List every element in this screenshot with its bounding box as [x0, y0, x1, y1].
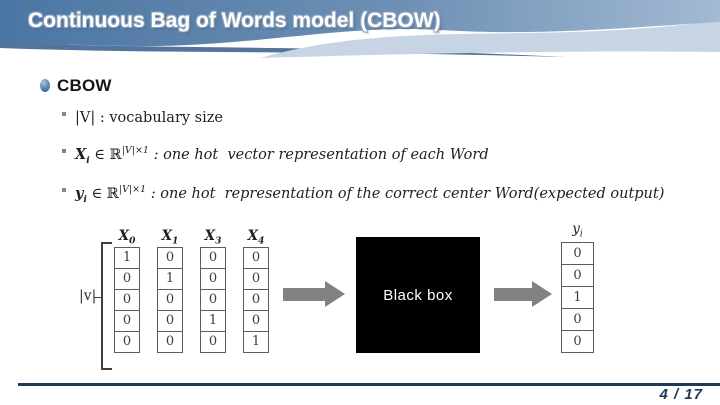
- arrow-head: [325, 281, 345, 307]
- bullet-tail: : one hot representation of the correct …: [146, 185, 665, 202]
- sphere-bullet-icon: [40, 79, 50, 92]
- matrix-cell: 0: [243, 247, 269, 269]
- column-var: X: [118, 228, 130, 244]
- matrix-cell: 0: [200, 268, 226, 290]
- column-subscript: i: [579, 229, 583, 240]
- content-heading: CBOW: [57, 76, 112, 95]
- black-box: Black box: [356, 237, 480, 353]
- matrix-cell: 0: [561, 264, 594, 287]
- dimension-label: |v|: [79, 288, 97, 304]
- input-column-x3: X3 0 0 0 1 0: [200, 228, 226, 353]
- column-header: yi: [561, 221, 594, 242]
- matrix-cell: 0: [561, 330, 594, 353]
- matrix-cell: 1: [243, 331, 269, 353]
- math-subscript: i: [83, 194, 87, 205]
- math-var: y: [75, 184, 84, 202]
- column-header: X4: [243, 228, 269, 247]
- bullet-tail: : vocabulary size: [95, 110, 223, 126]
- bullet-tail: : one hot vector representation of each …: [148, 146, 489, 163]
- matrix-cell: 0: [157, 289, 183, 311]
- dimension-tick: [94, 297, 101, 298]
- matrix-cell: 0: [157, 310, 183, 332]
- input-column-x4: X4 0 0 0 0 1: [243, 228, 269, 353]
- matrix-cell: 0: [200, 289, 226, 311]
- column-subscript: 0: [129, 236, 136, 247]
- matrix-cell: 0: [243, 289, 269, 311]
- math-set-symbol: ∈ ℝ: [89, 146, 122, 163]
- bullet-dot-icon: [62, 112, 66, 116]
- header-light-band: [260, 20, 720, 58]
- bullet-item-yi: yi ∈ ℝ|V|×1 : one hot representation of …: [62, 184, 664, 205]
- math-var: X: [75, 145, 87, 163]
- matrix-cell: 0: [114, 331, 140, 353]
- page-number: 4 / 17: [659, 386, 703, 403]
- bullet-text: Xi ∈ ℝ|V|×1 : one hot vector representat…: [75, 145, 489, 166]
- matrix-cell: 0: [157, 247, 183, 269]
- column-var: X: [161, 228, 173, 244]
- black-box-label: Black box: [383, 286, 453, 304]
- slide-title: Continuous Bag of Words model (CBOW): [28, 9, 441, 32]
- output-arrow-right-icon: [494, 281, 552, 308]
- math-subscript: i: [86, 155, 90, 166]
- arrow-shaft: [494, 288, 533, 301]
- math-superscript: |V|×1: [118, 184, 147, 195]
- math-superscript: |V|×1: [121, 145, 149, 156]
- column-subscript: 4: [258, 236, 265, 247]
- matrix-cell: 0: [561, 308, 594, 331]
- header-main-shape: [0, 0, 720, 47]
- column-var: y: [572, 221, 580, 237]
- header-wave-graphic: [0, 0, 720, 58]
- matrix-cell: 0: [157, 331, 183, 353]
- column-subscript: 1: [172, 236, 179, 247]
- matrix-cell: 0: [561, 242, 594, 265]
- column-subscript: 3: [215, 236, 222, 247]
- column-header: X1: [157, 228, 183, 247]
- math-set-symbol: ∈ ℝ: [86, 185, 119, 202]
- bullet-text: |V| : vocabulary size: [75, 110, 223, 126]
- matrix-cell: 0: [243, 310, 269, 332]
- input-column-x0: X0 1 0 0 0 0: [114, 228, 140, 353]
- bullet-text: yi ∈ ℝ|V|×1 : one hot representation of …: [75, 184, 665, 205]
- matrix-cell: 0: [200, 247, 226, 269]
- arrow-shaft: [283, 288, 326, 301]
- column-var: X: [247, 228, 259, 244]
- matrix-cell: 1: [561, 286, 594, 309]
- matrix-cell: 1: [200, 310, 226, 332]
- column-header: X3: [200, 228, 226, 247]
- dimension-bracket: [101, 242, 112, 370]
- matrix-cell: 1: [114, 247, 140, 269]
- matrix-cell: 0: [243, 268, 269, 290]
- matrix-cell: 0: [200, 331, 226, 353]
- matrix-cell: 0: [114, 289, 140, 311]
- matrix-cell: 0: [114, 310, 140, 332]
- bullet-dot-icon: [62, 187, 66, 192]
- column-var: X: [204, 228, 216, 244]
- column-header: X0: [114, 228, 140, 247]
- output-column-yi: yi 0 0 1 0 0: [561, 221, 594, 353]
- bullet-item-vocabulary: |V| : vocabulary size: [62, 109, 223, 127]
- input-column-x1: X1 0 1 0 0 0: [157, 228, 183, 353]
- input-arrow-right-icon: [283, 281, 345, 308]
- arrow-head: [532, 281, 552, 307]
- bullet-item-xi: Xi ∈ ℝ|V|×1 : one hot vector representat…: [62, 145, 489, 166]
- matrix-cell: 1: [157, 268, 183, 290]
- matrix-cell: 0: [114, 268, 140, 290]
- bullet-dot-icon: [62, 148, 66, 153]
- math-var: |V|: [75, 110, 96, 126]
- footer-divider: [18, 383, 720, 386]
